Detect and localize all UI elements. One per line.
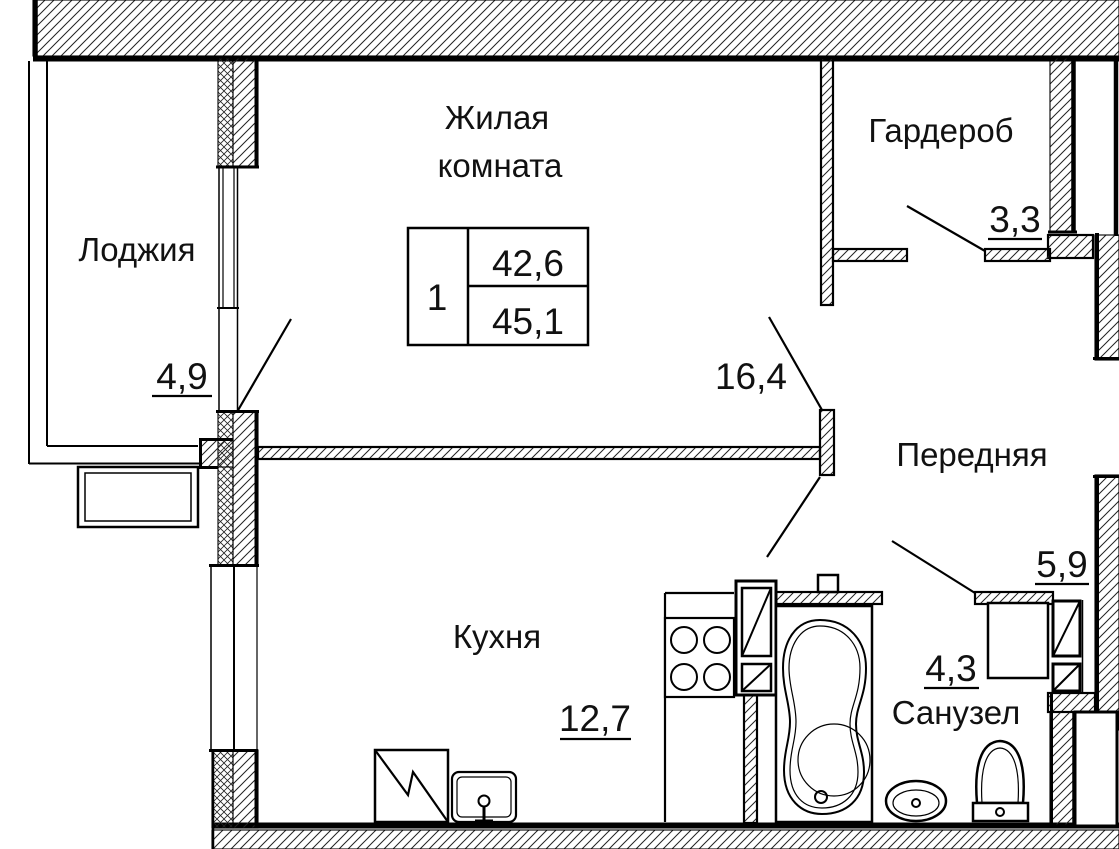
- right-duct-niche: [1073, 710, 1119, 828]
- apartment-number: 1: [427, 277, 448, 318]
- left-wall-bottom-block: [232, 749, 259, 829]
- wardrobe-bottom-wall-right: [983, 247, 1052, 263]
- wash-basin: [884, 779, 948, 823]
- bathtub-bottom-curve: [797, 723, 871, 797]
- refrigerator-zigzag: [374, 749, 449, 823]
- bathtub-outline-outer: [781, 618, 868, 816]
- wardrobe-door-leaf: [906, 205, 986, 252]
- left-wall-insulation-top: [217, 57, 234, 167]
- living-room-door-leaf: [768, 316, 823, 411]
- left-wall-insulation-bottom: [211, 749, 234, 829]
- bathroom-door-leaf: [891, 540, 976, 594]
- bathroom-top-wall-left: [773, 590, 884, 606]
- toilet-tank: [971, 801, 1030, 823]
- loggia-label: Лоджия: [79, 231, 196, 268]
- hallway-area: 5,9: [1036, 544, 1087, 585]
- loggia-area: 4,9: [156, 356, 207, 397]
- door-pier: [818, 408, 836, 477]
- burner-icon: [703, 663, 731, 691]
- basin-inner: [892, 789, 940, 817]
- toilet-bowl-inner: [980, 747, 1020, 804]
- toilet: [971, 739, 1030, 823]
- exterior-walls: [32, 0, 1119, 849]
- living-room-label-2: комната: [438, 147, 563, 184]
- left-wall-insulation-mid: [217, 411, 234, 566]
- bathtub: [774, 604, 874, 824]
- wardrobe-bottom-wall-left: [831, 247, 909, 263]
- living-room-label-1: Жилая: [445, 99, 549, 136]
- wardrobe-right-wall: [1049, 57, 1073, 233]
- room-labels: Жилая комната 16,4 Лоджия 4,9 Гардероб 3…: [79, 99, 1089, 741]
- fixtures: [373, 591, 1050, 824]
- kitchen-label: Кухня: [453, 618, 541, 655]
- burner-icon: [670, 626, 698, 654]
- living-kitchen-wall: [256, 445, 822, 461]
- bathtub-outline-inner: [788, 625, 861, 809]
- pipe-chase: [816, 573, 840, 594]
- toilet-button: [995, 807, 1005, 817]
- loggia-basket-inner: [84, 472, 192, 522]
- stove-body: [663, 616, 736, 699]
- bathroom-area: 4,3: [925, 648, 976, 689]
- top-exterior-wall: [32, 0, 1119, 57]
- left-wall-mid-block: [232, 411, 259, 566]
- refrigerator: [373, 748, 450, 824]
- refrigerator-body: [373, 748, 450, 824]
- vent-diagonal-2: [741, 663, 772, 692]
- total-area-value: 45,1: [492, 301, 564, 342]
- basin-bowl: [884, 779, 948, 823]
- kitchen-door-leaf: [766, 476, 821, 558]
- stove: [663, 591, 736, 822]
- wardrobe-area: 3,3: [989, 199, 1040, 240]
- kitchen-area: 12,7: [559, 698, 631, 739]
- burner-icon: [670, 663, 698, 691]
- loggia-glazing: [28, 61, 200, 529]
- kitchen-bathroom-wall: [742, 693, 759, 825]
- windows: [210, 167, 258, 750]
- bathroom-right-connector: [1046, 691, 1097, 714]
- left-wall-top-block: [232, 57, 259, 167]
- living-area-value: 42,6: [492, 243, 564, 284]
- hallway-label: Передняя: [896, 436, 1047, 473]
- hall-top-wall-connector: [1046, 233, 1095, 260]
- basin-drain: [911, 798, 921, 808]
- wardrobe-label: Гардероб: [868, 112, 1013, 149]
- vent-shafts: [734, 579, 1082, 697]
- balcony-door-leaf: [236, 318, 292, 413]
- vent-diagonal-3: [1052, 600, 1081, 657]
- living-wardrobe-wall: [819, 56, 835, 307]
- bathroom-right-wall: [1049, 711, 1076, 826]
- left-wall-arm: [199, 439, 234, 468]
- apartment-stamp: 1 42,6 45,1: [406, 226, 590, 347]
- kitchen-sink: [450, 770, 518, 824]
- doors: [236, 205, 986, 594]
- bottom-exterior-wall: [211, 829, 1119, 849]
- vent-diagonal-4: [1052, 663, 1081, 692]
- bathtub-drain: [814, 790, 828, 804]
- bathroom-box: [986, 601, 1050, 680]
- bathroom-label: Санузел: [892, 694, 1021, 731]
- vent-diagonal-1: [741, 587, 772, 657]
- burner-icon: [703, 626, 731, 654]
- living-room-area: 16,4: [715, 356, 787, 397]
